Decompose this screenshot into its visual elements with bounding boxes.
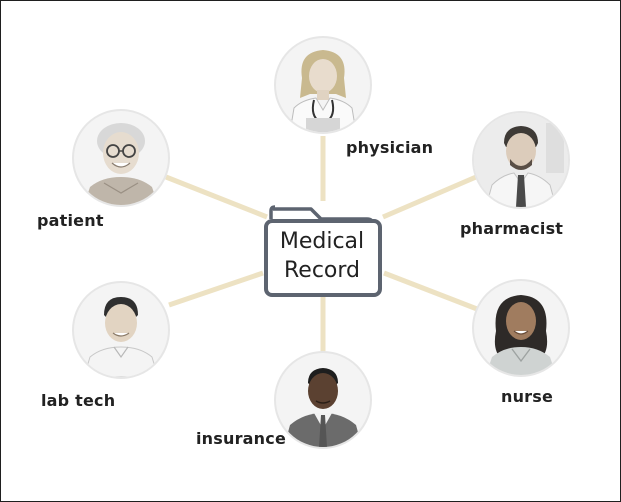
- pharmacist-label: pharmacist: [460, 219, 564, 238]
- insurance-portrait: [274, 351, 372, 449]
- connector-pharmacist: [382, 174, 477, 220]
- connector-lab-tech: [168, 270, 264, 308]
- physician-portrait: [274, 36, 372, 134]
- lab-tech-label: lab tech: [41, 391, 116, 410]
- pharmacist-portrait: [472, 111, 570, 209]
- center-title-line1: Medical: [279, 229, 365, 254]
- patient-label: patient: [37, 211, 104, 230]
- medical-record-folder-icon: [264, 205, 382, 297]
- nurse-portrait: [472, 279, 570, 377]
- insurance-label: insurance: [196, 429, 287, 448]
- connector-nurse: [383, 270, 478, 312]
- center-title-line2: Record: [283, 258, 360, 283]
- connector-patient: [165, 174, 268, 220]
- lab-tech-portrait: [72, 281, 170, 379]
- patient-portrait: [72, 109, 170, 207]
- physician-label: physician: [346, 138, 434, 157]
- center-title: Medical Record: [265, 227, 379, 285]
- nurse-label: nurse: [501, 387, 554, 406]
